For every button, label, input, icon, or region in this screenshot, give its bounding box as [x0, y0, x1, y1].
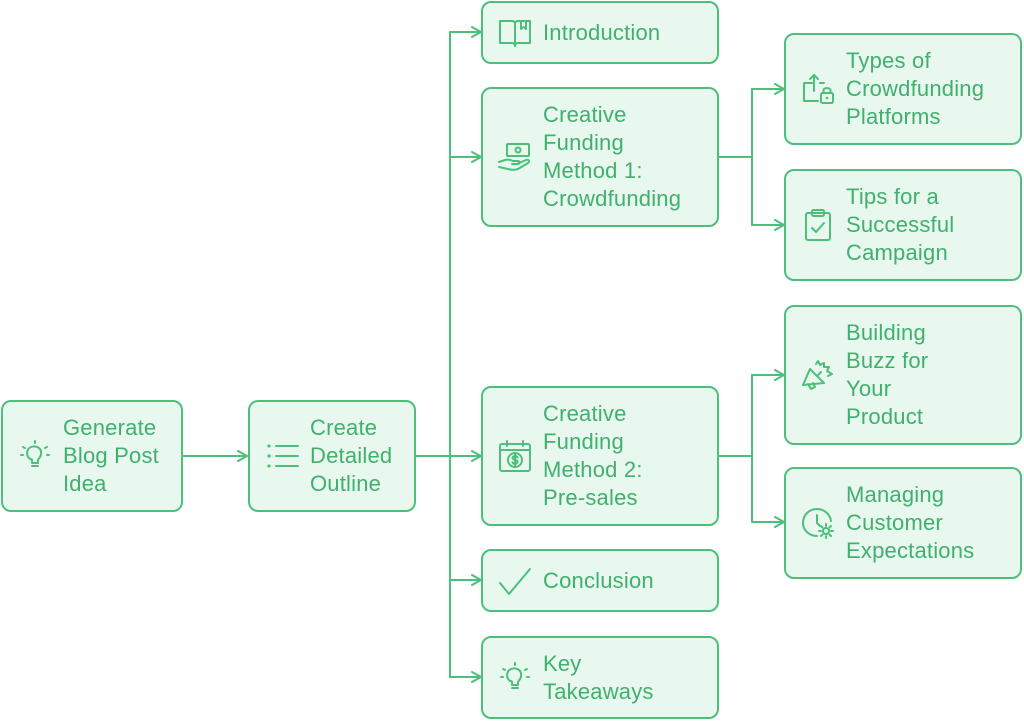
node-building-buzz-for-your-product[interactable]: Building Buzz for Your Product	[784, 305, 1022, 445]
node-creative-funding-method-1[interactable]: Creative Funding Method 1: Crowdfunding	[481, 87, 719, 227]
node-label: Creative Funding Method 2: Pre-sales	[543, 401, 643, 510]
node-managing-customer-expectations[interactable]: Managing Customer Expectations	[784, 467, 1022, 579]
node-label: Conclusion	[543, 567, 654, 593]
clipboard-check-icon	[800, 207, 836, 243]
lightbulb-icon	[497, 660, 533, 696]
calendar-dollar-icon	[497, 438, 533, 474]
node-conclusion[interactable]: Conclusion	[481, 549, 719, 612]
node-label: Create Detailed Outline	[310, 415, 393, 496]
node-creative-funding-method-2[interactable]: Creative Funding Method 2: Pre-sales	[481, 386, 719, 526]
node-key-takeaways[interactable]: Key Takeaways	[481, 636, 719, 719]
node-label: Types of Crowdfunding Platforms	[846, 48, 985, 129]
node-label: Creative Funding Method 1: Crowdfunding	[543, 102, 682, 211]
node-generate-blog-post-idea[interactable]: Generate Blog Post Idea	[1, 400, 183, 512]
book-icon	[497, 15, 533, 51]
money-hand-icon	[497, 139, 533, 175]
node-tips-for-a-successful-campaign[interactable]: Tips for a Successful Campaign	[784, 169, 1022, 281]
node-label: Generate Blog Post Idea	[63, 415, 159, 496]
node-create-detailed-outline[interactable]: Create Detailed Outline	[248, 400, 416, 512]
node-types-of-crowdfunding-platforms[interactable]: Types of Crowdfunding Platforms	[784, 33, 1022, 145]
node-label: Tips for a Successful Campaign	[846, 184, 955, 265]
lightbulb-icon	[17, 438, 53, 474]
node-introduction[interactable]: Introduction	[481, 1, 719, 64]
node-label: Building Buzz for Your Product	[846, 320, 929, 429]
node-label: Key Takeaways	[543, 650, 654, 704]
node-label: Managing Customer Expectations	[846, 482, 975, 563]
clock-gear-icon	[800, 505, 836, 541]
node-label: Introduction	[543, 19, 661, 45]
megaphone-icon	[800, 357, 836, 393]
upload-lock-icon	[800, 71, 836, 107]
list-icon	[264, 438, 300, 474]
checkmark-icon	[497, 563, 533, 599]
